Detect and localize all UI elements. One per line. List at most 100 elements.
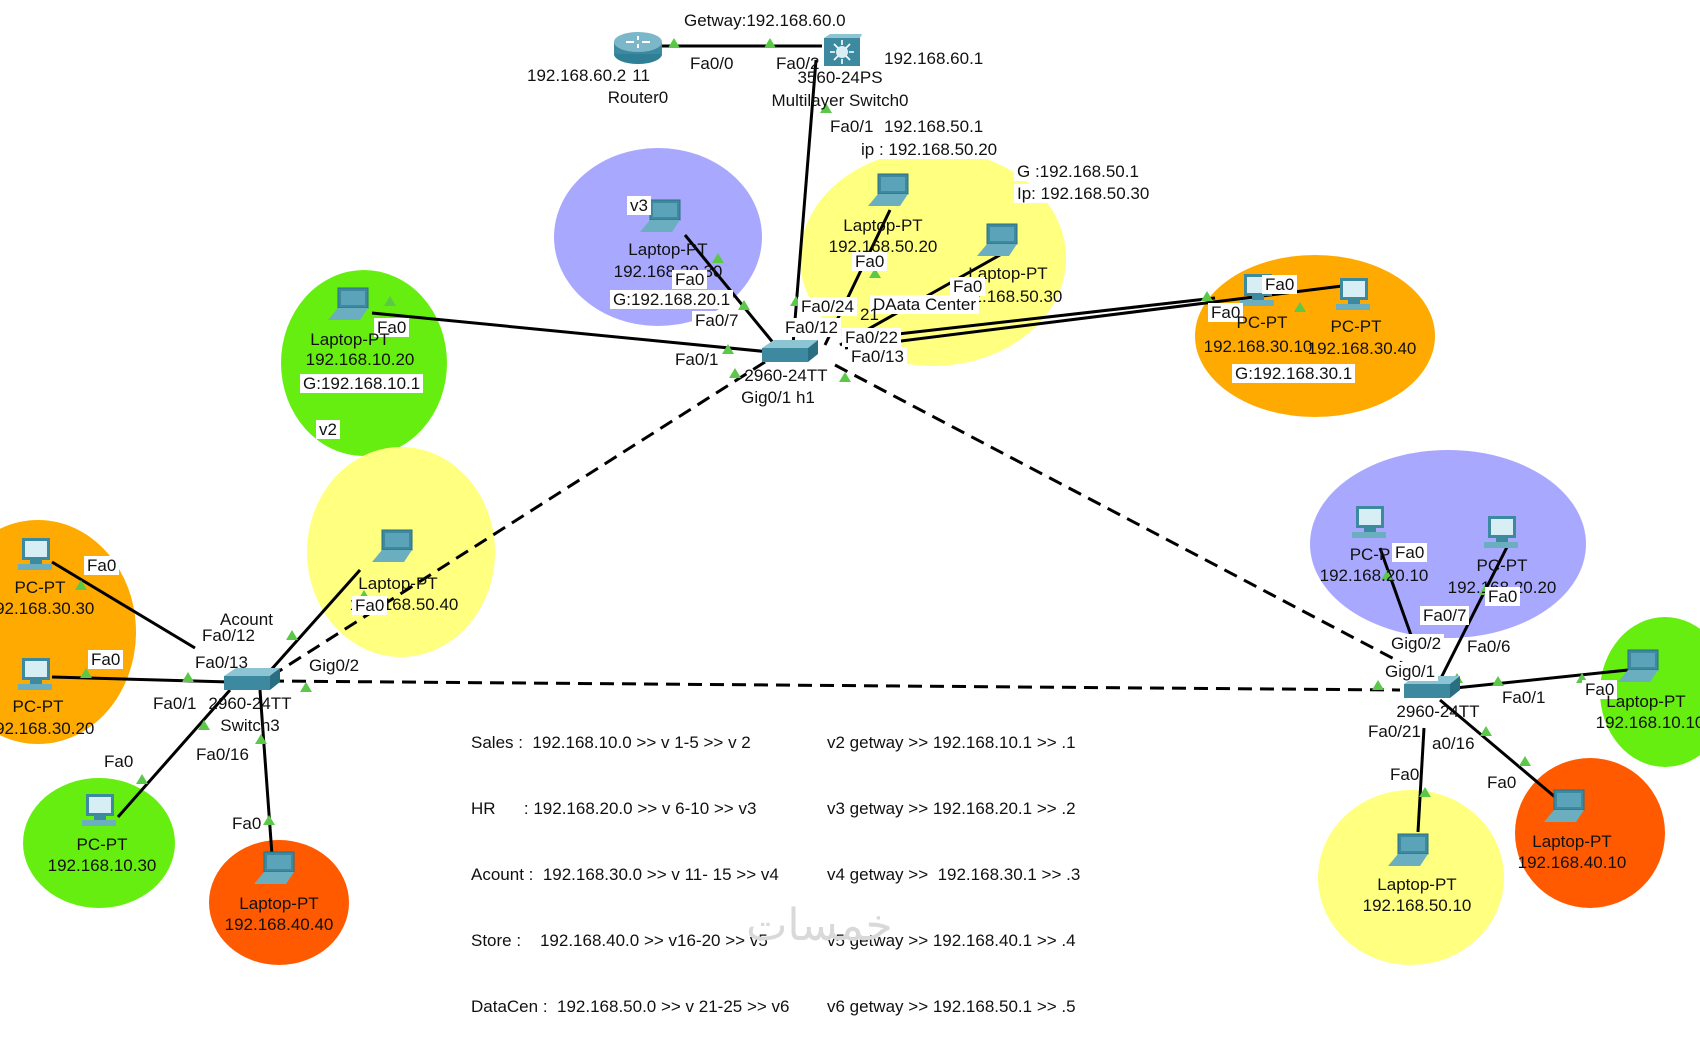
pc-icon[interactable]	[16, 536, 58, 576]
laptop-icon[interactable]	[638, 198, 684, 236]
port-marker	[764, 38, 776, 48]
subnet-legend: Sales : 192.168.10.0 >> v 1-5 >> v 2 HR …	[471, 688, 790, 1062]
acct-pc2-name: PC-PT	[1330, 317, 1382, 336]
link-left-pc2	[51, 675, 231, 684]
right-laptop-store-name: Laptop-PT	[1532, 832, 1612, 851]
port-marker	[384, 296, 396, 306]
top-port-fa022: Fa0/22	[842, 328, 901, 347]
trunk-top-right	[834, 363, 1416, 672]
legend-gateway-row: v2 getway >> 192.168.10.1 >> .1	[827, 733, 1076, 752]
laptop-icon[interactable]	[370, 528, 416, 566]
trunk-left-right	[269, 679, 1401, 692]
gateway-label: Getway:192.168.60.0	[684, 11, 846, 30]
left-switch-icon[interactable]	[220, 666, 282, 692]
pc-icon[interactable]	[1482, 514, 1524, 554]
ml-port-router: Fa0/2	[776, 54, 820, 73]
pc-icon[interactable]	[1334, 276, 1376, 316]
dc-zone-title: DAata Center	[870, 295, 979, 314]
port-marker	[286, 630, 298, 640]
top-port-fa021: 21	[860, 305, 879, 324]
port-marker	[1372, 680, 1384, 690]
left-switch-name: Switch3	[220, 716, 280, 735]
port-marker	[1294, 302, 1306, 312]
multilayer-switch-icon[interactable]	[822, 34, 862, 68]
left-pc3-name: PC-PT	[76, 835, 128, 854]
right-pc2-port: Fa0	[1485, 587, 1521, 606]
sales-vlan-tag: v2	[316, 420, 340, 439]
left-pc3-port: Fa0	[104, 752, 134, 771]
router-ip-text: 192.168.60.2	[527, 66, 627, 85]
dc-laptop1-ip: 192.168.50.20	[828, 237, 938, 256]
left-pc3-ip: 192.168.10.30	[47, 856, 157, 875]
legend-subnet-row: Store : 192.168.40.0 >> v16-20 >> v5	[471, 931, 768, 950]
right-pc1-port: Fa0	[1392, 543, 1428, 562]
router-port: Fa0/0	[690, 54, 734, 73]
laptop-icon[interactable]	[1386, 832, 1432, 870]
acct-pc1-port: Fa0	[1208, 303, 1244, 322]
left-port-fa01: Fa0/1	[153, 694, 197, 713]
link-sales-laptop	[371, 311, 771, 354]
port-marker	[182, 672, 194, 682]
link-right-laptop-sales	[1454, 668, 1629, 690]
hr-gateway: G:192.168.20.1	[610, 290, 734, 309]
legend-subnet-row: Sales : 192.168.10.0 >> v 1-5 >> v 2	[471, 733, 751, 752]
router-name: Router0	[607, 88, 669, 107]
router-icon[interactable]	[612, 30, 664, 66]
laptop-icon[interactable]	[975, 222, 1021, 260]
right-laptop-store-port: Fa0	[1487, 773, 1517, 792]
right-laptop-sales-port: Fa0	[1582, 680, 1618, 699]
pc-icon[interactable]	[1350, 504, 1392, 544]
watermark: خمسات	[746, 900, 893, 951]
port-marker	[729, 368, 741, 378]
port-marker	[75, 580, 87, 590]
left-laptop-dc-name: Laptop-PT	[358, 574, 438, 593]
laptop-icon[interactable]	[1542, 788, 1588, 826]
port-marker	[839, 372, 851, 382]
ml-ip: 192.168.60.1	[884, 49, 984, 68]
legend-subnet-row: HR : 192.168.20.0 >> v 6-10 >> v3	[471, 799, 757, 818]
left-laptop-dc-port: Fa0	[352, 596, 388, 615]
sales-laptop-name: Laptop-PT	[310, 330, 390, 349]
laptop-icon[interactable]	[1616, 648, 1662, 686]
left-laptop-store-port: Fa0	[232, 814, 262, 833]
laptop-icon[interactable]	[326, 286, 372, 324]
top-switch-icon[interactable]	[758, 338, 820, 364]
acct-gateway: G:192.168.30.1	[1232, 364, 1356, 383]
laptop-icon[interactable]	[252, 850, 298, 888]
hr-vlan-tag: v3	[627, 196, 651, 215]
right-pc2-name: PC-PT	[1476, 556, 1528, 575]
left-port-fa016: Fa0/16	[196, 745, 249, 764]
pc-icon[interactable]	[80, 792, 122, 832]
port-marker	[1480, 726, 1492, 736]
left-port-fa013: Fa0/13	[195, 653, 248, 672]
left-switch-model: 2960-24TT	[208, 694, 292, 713]
hr-laptop-name: Laptop-PT	[628, 240, 708, 259]
link-left-laptop-dc	[260, 569, 362, 681]
left-pc1-ip: 192.168.30.30	[0, 599, 95, 618]
gateway-legend: v2 getway >> 192.168.10.1 >> .1 v3 getwa…	[827, 688, 1080, 1062]
right-switch-model: 2960-24TT	[1396, 702, 1480, 721]
left-laptop-store-name: Laptop-PT	[239, 894, 319, 913]
left-pc1-port: Fa0	[84, 556, 120, 575]
link-right-laptop-dc	[1416, 727, 1426, 833]
right-laptop-dc-name: Laptop-PT	[1377, 875, 1457, 894]
right-laptop-store-ip: 192.168.40.10	[1517, 853, 1627, 872]
port-marker	[712, 253, 724, 263]
top-port-fa01: Fa0/1	[675, 350, 719, 369]
ml-name: Multilayer Switch0	[771, 91, 909, 110]
dc-g-note: G :192.168.50.1	[1014, 162, 1142, 181]
left-pc2-ip: 192.168.30.20	[0, 719, 95, 738]
link-left-laptop-store	[258, 689, 274, 856]
right-port-fa06: Fa0/6	[1464, 637, 1514, 656]
left-laptop-store-ip: 192.168.40.40	[224, 915, 334, 934]
laptop-icon[interactable]	[866, 172, 912, 210]
pc-icon[interactable]	[16, 656, 58, 696]
legend-gateway-row: v6 getway >> 192.168.50.1 >> .5	[827, 997, 1076, 1016]
ml-port-down: Fa0/1	[830, 117, 874, 136]
zone-datacenter-right	[1318, 790, 1504, 965]
legend-subnet-row: DataCen : 192.168.50.0 >> v 21-25 >> v6	[471, 997, 790, 1016]
acct-pc1-port-top: Fa0	[1262, 275, 1298, 294]
link-right-laptop-store	[1439, 698, 1556, 799]
port-marker	[1519, 756, 1531, 766]
